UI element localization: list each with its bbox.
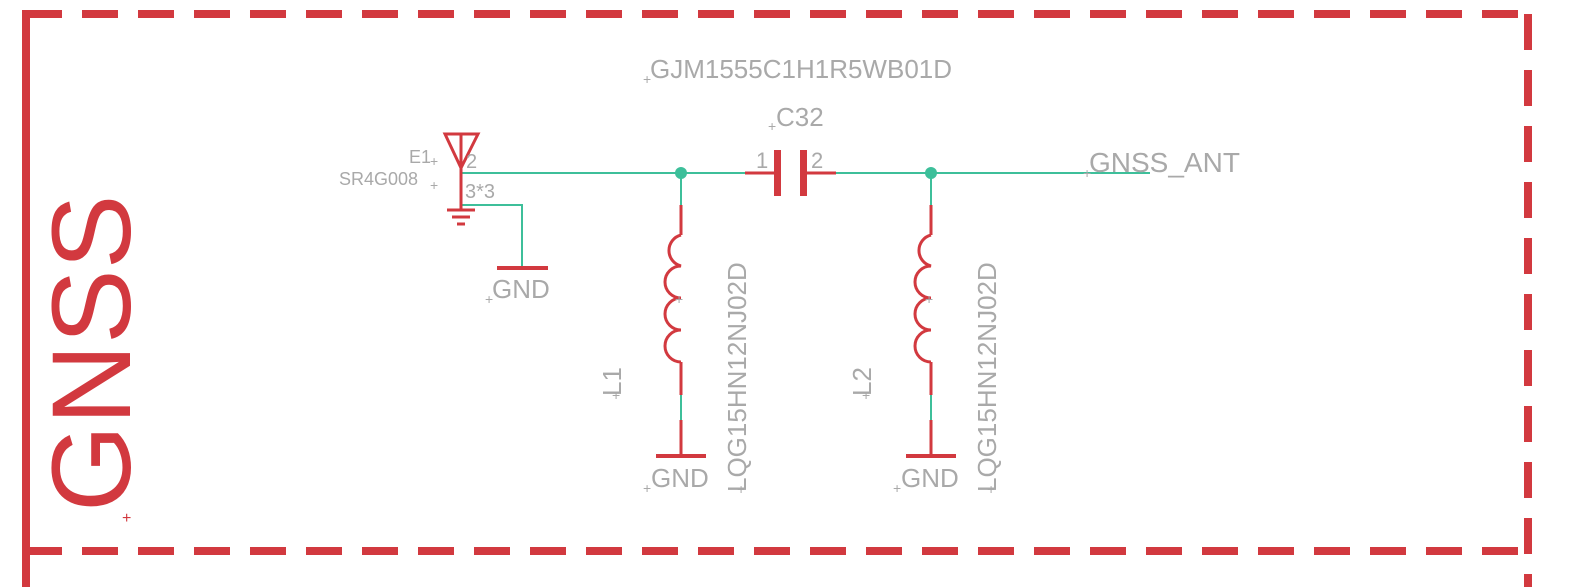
inductor-l2-center-marker: +: [925, 291, 933, 307]
inductor-l1[interactable]: [663, 205, 683, 456]
capacitor-name: C32: [776, 102, 824, 132]
junction-l2: [925, 167, 937, 179]
frame-title: GNSS: [29, 195, 154, 512]
wire-antenna-gnd: [461, 204, 523, 268]
inductor-l2-value: LQG15HN12NJ02D: [972, 262, 1002, 492]
inductor-l1-value: LQG15HN12NJ02D: [722, 262, 752, 492]
gnd-antenna-marker: +: [485, 291, 493, 307]
inductor-l2-name-marker: +: [862, 387, 870, 403]
net-label-gnss-ant: GNSS_ANT: [1089, 147, 1240, 178]
gnd-label-antenna: GND: [492, 274, 550, 304]
net-label-marker: +: [1083, 165, 1091, 181]
frame-border: [26, 10, 1532, 587]
gnd-label-l2: GND: [901, 463, 959, 493]
inductor-l2[interactable]: [913, 205, 933, 456]
origin-marker: +: [122, 510, 131, 527]
antenna-size-label: 3*3: [465, 181, 495, 203]
junction-l1: [675, 167, 687, 179]
capacitor-name-marker: +: [768, 118, 776, 134]
capacitor-value-marker: +: [643, 71, 651, 87]
gnd-l1-marker: +: [643, 480, 651, 496]
capacitor-value: GJM1555C1H1R5WB01D: [650, 54, 952, 84]
inductor-l2-value-marker: +: [987, 481, 995, 497]
antenna-value: SR4G008: [339, 169, 418, 189]
inductor-l1-name-marker: +: [612, 387, 620, 403]
antenna-pin-label: 2: [466, 151, 477, 173]
inductor-l1-name: L1: [597, 367, 627, 396]
wires: [461, 172, 1150, 456]
inductor-l2-name: L2: [847, 367, 877, 396]
antenna-name: E1: [409, 147, 431, 167]
inductor-l1-center-marker: +: [675, 291, 683, 307]
capacitor-pin2: 2: [811, 148, 823, 173]
antenna-symbol[interactable]: [442, 132, 481, 226]
gnd-label-l1: GND: [651, 463, 709, 493]
capacitor-pin1: 1: [756, 148, 768, 173]
capacitor-c32[interactable]: [745, 150, 836, 196]
inductor-l1-value-marker: +: [737, 481, 745, 497]
antenna-origin-marker: +: [430, 153, 438, 169]
gnd-l2-marker: +: [893, 480, 901, 496]
antenna-value-marker: +: [430, 177, 438, 193]
